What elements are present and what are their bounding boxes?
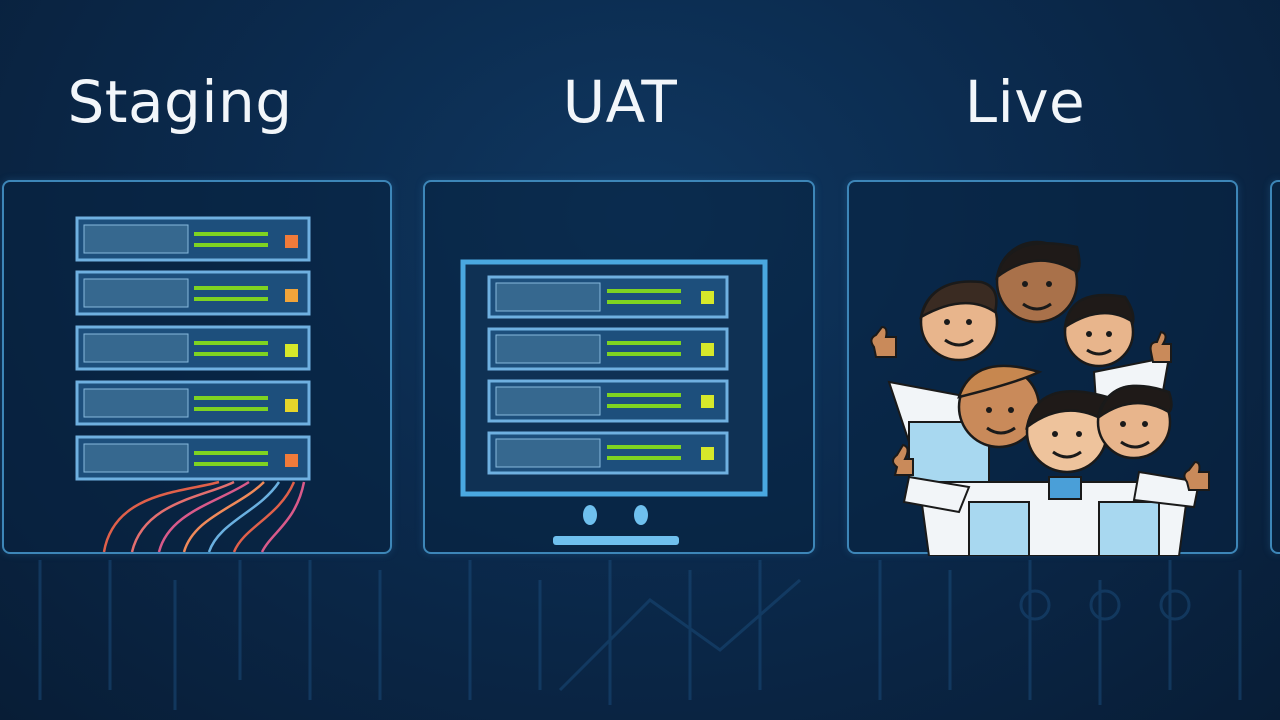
next-panel-edge: [1270, 180, 1280, 554]
stage-title-uat: UAT: [562, 68, 678, 136]
staging-panel: [2, 180, 392, 554]
monitor-servers-icon: [460, 259, 768, 545]
live-panel: [847, 180, 1238, 556]
stage-title-staging: Staging: [67, 68, 293, 136]
server-rack-icon: [75, 216, 311, 553]
stage-title-live: Live: [964, 68, 1086, 136]
uat-panel: [423, 180, 815, 554]
happy-users-icon: [870, 240, 1210, 556]
